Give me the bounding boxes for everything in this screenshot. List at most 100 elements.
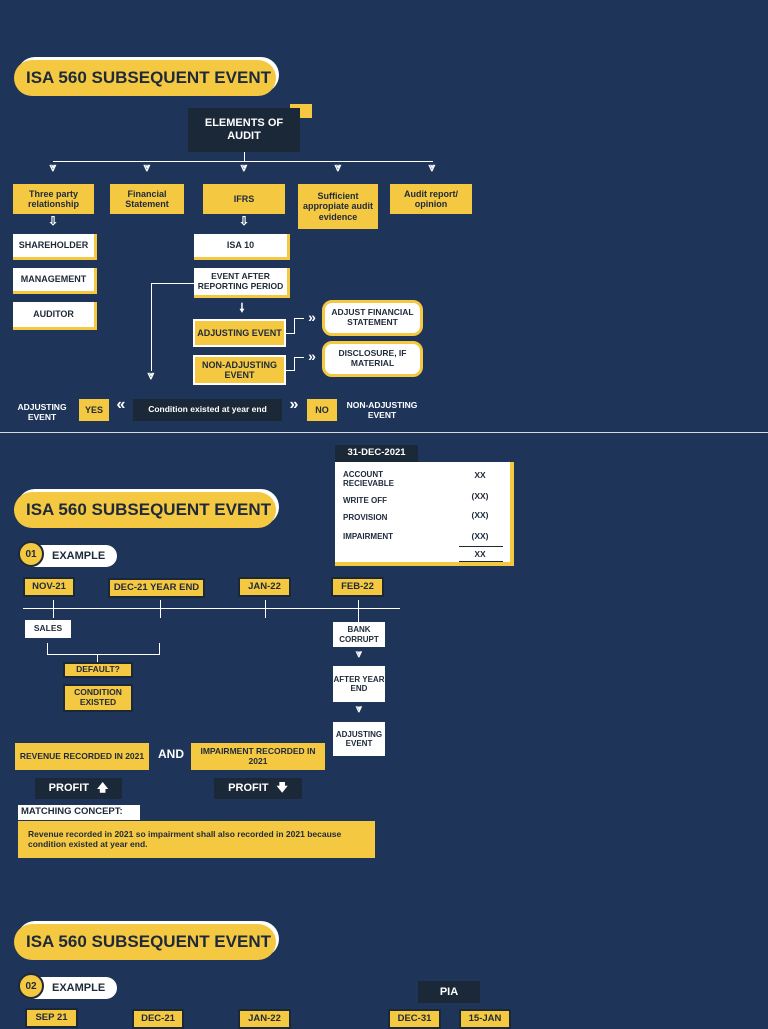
connector — [294, 318, 295, 334]
example-01-label: EXAMPLE — [52, 550, 106, 562]
bottom-adjusting-label: ADJUSTING EVENT — [17, 402, 67, 422]
condition-existed-box: CONDITION EXISTED — [63, 684, 133, 712]
journal-row-label: WRITE OFF — [343, 496, 387, 505]
arrow-down-icon: 🠗 — [239, 301, 245, 315]
branch-ifrs: IFRS — [203, 184, 285, 214]
double-chevron-right-icon: » — [289, 396, 299, 413]
journal-row-label: ACCOUNT RECIEVABLE — [343, 470, 394, 488]
timeline-axis — [23, 608, 400, 609]
bracket-line — [159, 643, 160, 655]
journal-row-amount: XX — [474, 470, 486, 480]
non-adjusting-event-box: NON-ADJUSTING EVENT — [193, 355, 286, 385]
connector — [286, 370, 294, 371]
section1-title-text: ISA 560 SUBSEQUENT EVENT — [26, 68, 271, 87]
adjust-fs-box: ADJUST FINANCIAL STATEMENT — [322, 300, 423, 336]
connector — [294, 357, 304, 358]
branch-connector — [53, 161, 433, 162]
branch-audit-report: Audit report/ opinion — [390, 184, 472, 214]
arrow-down-icon: ⇩ — [238, 214, 250, 228]
arrow-up-icon: 🡅 — [97, 782, 109, 795]
arrow-down-icon: ⇩ — [47, 214, 59, 228]
and-label: AND — [158, 747, 184, 761]
timeline-dec21: DEC-21 YEAR END — [108, 578, 205, 598]
party-management: MANAGEMENT — [13, 268, 97, 294]
profit-up-box: PROFIT 🡅 — [35, 778, 122, 799]
double-chevron-left-icon: « — [116, 396, 126, 413]
timeline-feb22: FEB-22 — [331, 577, 384, 597]
profit-up-label: PROFIT — [48, 782, 90, 795]
branch-chevron-1: ⩔ — [49, 160, 57, 174]
timeline-nov21: NOV-21 — [23, 577, 75, 597]
timeline-jan22: JAN-22 — [238, 577, 291, 597]
isa10-box: ISA 10 — [194, 234, 290, 260]
branch-audit-evidence: Sufficient appropiate audit evidence — [298, 184, 378, 229]
example-02-badge: 02 — [18, 973, 44, 999]
section3-title: ISA 560 SUBSEQUENT EVENT — [14, 924, 276, 960]
default-box: DEFAULT? — [63, 662, 133, 678]
arrow-down-icon: 🡇 — [276, 782, 288, 795]
timeline3-15jan: 15-JAN — [459, 1009, 511, 1029]
journal-row-amount: (XX) — [471, 491, 489, 501]
timeline3-jan22: JAN-22 — [238, 1009, 291, 1029]
timeline3-sep21: SEP 21 — [25, 1008, 78, 1028]
journal-total: XX — [474, 549, 486, 559]
party-shareholder: SHAREHOLDER — [13, 234, 97, 260]
double-chevron-right-icon: » — [308, 309, 316, 325]
journal-card: ACCOUNT RECIEVABLE XX WRITE OFF (XX) PRO… — [335, 462, 514, 566]
double-chevron-down-icon: ⩔ — [355, 703, 363, 715]
revenue-recorded-box: REVENUE RECORDED IN 2021 — [15, 743, 149, 770]
branch-chevron-3: ⩔ — [240, 160, 248, 174]
example-01-badge: 01 — [18, 541, 44, 567]
pia-box: PIA — [418, 981, 480, 1003]
double-chevron-right-icon: » — [308, 348, 316, 364]
root-connector — [244, 152, 245, 162]
bracket-line — [97, 654, 98, 662]
event-after-box: EVENT AFTER REPORTING PERIOD — [194, 268, 290, 298]
connector — [294, 357, 295, 371]
branch-chevron-2: ⩔ — [143, 160, 151, 174]
timeline-tick — [53, 600, 54, 618]
no-box: NO — [307, 399, 337, 421]
journal-row-label: PROVISION — [343, 513, 388, 522]
yes-box: YES — [79, 399, 109, 421]
double-chevron-down-icon: ⩔ — [147, 368, 155, 382]
bottom-non-adjusting-label: NON-ADJUSTING EVENT — [346, 400, 418, 420]
root-node: ELEMENTS OF AUDIT — [188, 108, 300, 152]
branch-three-party: Three party relationship — [13, 184, 94, 214]
section3-title-text: ISA 560 SUBSEQUENT EVENT — [26, 932, 271, 951]
matching-title: MATCHING CONCEPT: — [18, 805, 140, 820]
connector — [151, 283, 152, 371]
connector — [286, 333, 294, 334]
bracket-line — [47, 654, 160, 655]
section2-title-text: ISA 560 SUBSEQUENT EVENT — [26, 500, 271, 519]
branch-financial-statement: Financial Statement — [110, 184, 184, 214]
adjusting-event-box: ADJUSTING EVENT — [193, 319, 286, 347]
bracket-line — [47, 643, 48, 655]
journal-rule — [459, 561, 503, 562]
disclosure-box: DISCLOSURE, IF MATERIAL — [322, 341, 423, 377]
section1-title: ISA 560 SUBSEQUENT EVENT — [14, 60, 276, 96]
journal-row-amount: (XX) — [471, 531, 489, 541]
journal-rule — [459, 546, 503, 547]
adjusting-event-box-2: ADJUSTING EVENT — [333, 722, 385, 756]
after-year-end-box: AFTER YEAR END — [333, 666, 385, 702]
timeline-tick — [358, 600, 359, 622]
timeline3-dec31: DEC-31 — [388, 1009, 441, 1029]
section2-title: ISA 560 SUBSEQUENT EVENT — [14, 492, 276, 528]
branch-chevron-4: ⩔ — [334, 160, 342, 174]
section-divider — [0, 432, 768, 433]
timeline-tick — [265, 600, 266, 618]
connector — [151, 283, 194, 284]
impairment-recorded-box: IMPAIRMENT RECORDED IN 2021 — [191, 743, 325, 770]
double-chevron-down-icon: ⩔ — [355, 648, 363, 660]
example-02-pill: EXAMPLE — [20, 977, 117, 999]
sales-box: SALES — [25, 620, 71, 638]
profit-down-label: PROFIT — [228, 782, 269, 795]
journal-row-amount: (XX) — [471, 510, 489, 520]
bank-corrupt-box: BANK CORRUPT — [333, 622, 385, 647]
branch-chevron-5: ⩔ — [428, 160, 436, 174]
timeline3-dec21: DEC-21 — [132, 1009, 184, 1029]
condition-box: Condition existed at year end — [133, 399, 282, 421]
example-02-label: EXAMPLE — [52, 982, 106, 994]
example-01-pill: EXAMPLE — [20, 545, 117, 567]
